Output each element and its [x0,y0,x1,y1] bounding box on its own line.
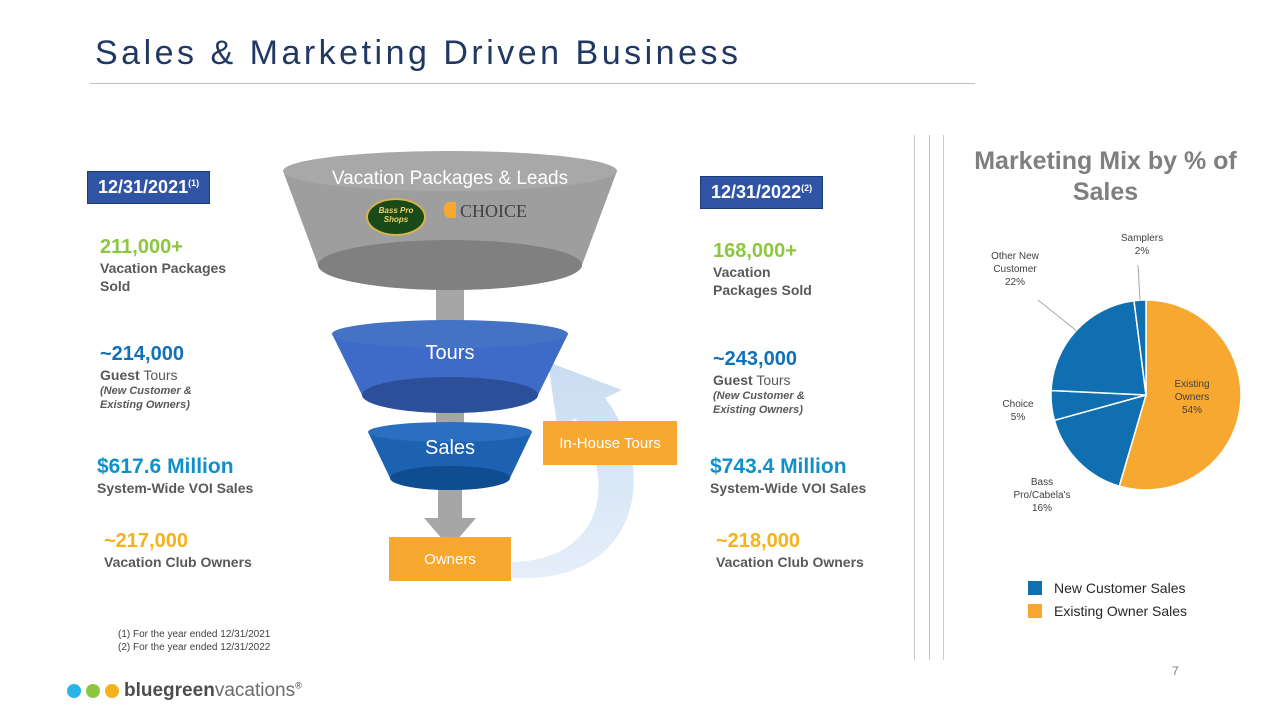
brand-light: vacations [214,680,296,701]
pie-leader-samplers [1137,264,1141,301]
bass-pro-logo: Bass Pro Shops [366,198,426,236]
pie-leader-other-new [1037,299,1077,331]
right-stat-packages: 168,000+ Vacation Packages Sold [713,240,833,299]
left-tours-note: (New Customer & Existing Owners) [100,385,192,411]
right-date-text: 12/31/2022 [711,182,802,202]
logo-dot-blue [67,684,81,698]
pie-label-choice-name: Choice [1002,399,1034,410]
pie-label-samplers-pct: 2% [1134,246,1150,257]
funnel-top-rim [283,151,617,191]
left-date-badge: 12/31/2021(1) [87,171,211,204]
right-tours-label-rest: Tours [752,372,791,388]
pie-label-choice: Choice 5% [988,398,1048,424]
page-title: Sales & Marketing Driven Business [95,34,742,72]
left-tours-label-rest: Tours [139,367,178,383]
left-date-text: 12/31/2021 [98,177,189,197]
bass-pro-logo-text: Bass Pro Shops [378,206,414,224]
funnel-tours-bottom [362,377,538,413]
pie-slice-other-new [1050,299,1147,396]
title-divider [90,83,975,84]
pie-slice-existing-owners [1118,299,1242,491]
right-owners-value: ~218,000 [716,530,800,552]
pie-label-choice-pct: 5% [1010,412,1026,423]
pie-label-samplers-name: Samplers [1120,233,1164,244]
in-house-tours-box: In-House Tours [543,421,677,465]
right-stat-tours: ~243,000 Guest Tours (New Customer & Exi… [713,348,873,417]
left-sales-value: $617.6 Million [97,455,234,478]
legend-swatch-new-customer [1028,581,1042,595]
funnel-top-bottom [318,240,582,290]
right-sales-value: $743.4 Million [710,455,847,478]
left-sales-label: System-Wide VOI Sales [97,480,254,496]
legend-label-new-customer: New Customer Sales [1054,580,1186,596]
funnel-sales-bottom [390,466,510,490]
pie-label-bass-pro-name: Bass Pro/Cabela's [1013,477,1071,501]
funnel-down-arrow [424,518,476,548]
in-house-return-arrow [512,362,634,579]
funnel-tours-label: Tours [425,342,475,364]
pie-slice-bass-pro [1053,393,1148,488]
brand-registered-mark: ® [295,680,302,691]
right-date-badge: 12/31/2022(2) [700,176,824,209]
pie-label-existing-pct: 54% [1181,405,1202,416]
brand-wordmark: bluegreenvacations® [124,680,302,702]
pie-label-samplers: Samplers 2% [1112,232,1172,258]
left-date-footnote: (1) [188,178,200,188]
funnel-sales-label: Sales [424,437,476,459]
pie-label-existing: Existing Owners 54% [1162,378,1222,417]
pie-label-other-new: Other New Customer 22% [985,250,1045,289]
logo-dot-yellow [105,684,119,698]
funnel-sales-rim [368,422,532,442]
right-tours-note: (New Customer & Existing Owners) [713,390,805,416]
pie-label-bass-pro-pct: 16% [1031,503,1052,514]
right-sales-label: System-Wide VOI Sales [710,480,867,496]
pie-label-other-new-pct: 22% [1004,277,1025,288]
owners-box-label: Owners [424,550,476,568]
pie-label-existing-name: Existing Owners [1174,379,1210,403]
left-packages-label: Vacation Packages Sold [100,260,227,294]
left-stat-sales: $617.6 Million System-Wide VOI Sales [97,455,297,497]
left-packages-value: 211,000+ [100,236,183,258]
left-stat-owners: ~217,000 Vacation Club Owners [104,530,304,571]
pie-slice-samplers [1133,299,1147,396]
footnote-2: (2) For the year ended 12/31/2022 [118,642,271,653]
choice-logo-text: CHOICE [460,201,527,221]
left-stat-packages: 211,000+ Vacation Packages Sold [100,236,260,295]
legend-label-existing-owner: Existing Owner Sales [1054,603,1188,619]
right-tours-label-strong: Guest [713,372,753,388]
owners-box: Owners [389,537,511,581]
right-stat-owners: ~218,000 Vacation Club Owners [716,530,916,571]
left-owners-value: ~217,000 [104,530,188,552]
left-owners-label: Vacation Club Owners [104,554,252,570]
right-owners-label: Vacation Club Owners [716,554,864,570]
funnel-top-label: Vacation Packages & Leads [331,168,569,189]
divider-line-2 [929,135,930,660]
page-number: 7 [1172,664,1179,678]
brand-bold: bluegreen [124,680,215,701]
sales-funnel-graphic [283,151,634,579]
right-date-footnote: (2) [801,183,813,193]
chart-title: Marketing Mix by % of Sales [974,147,1237,206]
left-tours-label-strong: Guest [100,367,140,383]
divider-line-1 [914,135,915,660]
marketing-mix-pie-chart [1037,264,1242,491]
logo-dot-green [86,684,100,698]
left-stat-tours: ~214,000 Guest Tours (New Customer & Exi… [100,343,260,412]
pie-label-bass-pro: Bass Pro/Cabela's 16% [1002,476,1082,515]
footnote-1: (1) For the year ended 12/31/2021 [118,629,271,640]
right-packages-value: 168,000+ [713,240,797,262]
legend-swatch-existing-owner [1028,604,1042,618]
left-tours-value: ~214,000 [100,343,184,365]
pie-label-other-new-name: Other New Customer [991,251,1039,275]
right-packages-label: Vacation Packages Sold [713,264,812,298]
funnel-tours-rim [332,320,568,348]
right-stat-sales: $743.4 Million System-Wide VOI Sales [710,455,910,497]
choice-logo-icon [444,202,456,218]
in-house-tours-label: In-House Tours [559,434,661,452]
right-tours-value: ~243,000 [713,348,797,370]
divider-line-3 [943,135,944,660]
